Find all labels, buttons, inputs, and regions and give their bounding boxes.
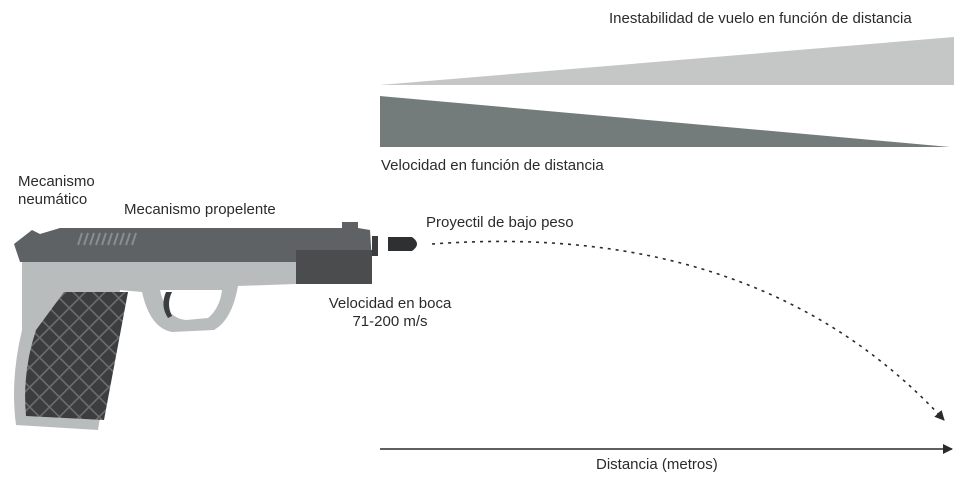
pistol-muzzle — [296, 250, 372, 284]
trigger-guard-opening — [160, 290, 222, 320]
muzzle-label-line1: Velocidad en boca — [328, 295, 452, 312]
speed-wedge — [380, 96, 950, 147]
trajectory-path — [431, 240, 945, 421]
projectile-label: Proyectil de bajo peso — [426, 214, 574, 231]
trigger — [163, 292, 172, 318]
speed-label: Velocidad en función de distancia — [381, 157, 604, 174]
distance-axis-label: Distancia (metros) — [596, 456, 718, 473]
pistol-slide — [22, 222, 372, 262]
slide-serrations — [77, 232, 137, 246]
pistol-hammer — [14, 230, 44, 262]
pistol — [14, 222, 378, 430]
instability-wedge — [380, 37, 954, 85]
projectile — [388, 237, 417, 251]
barrel-tip — [372, 236, 378, 256]
pneumatic-label-line1: Mecanismo — [18, 173, 95, 190]
muzzle-label-line2: 71-200 m/s — [352, 313, 428, 330]
pneumatic-label-line2: neumático — [18, 191, 88, 208]
instability-label: Inestabilidad de vuelo en función de dis… — [609, 10, 912, 27]
muzzle-velocity-label: Velocidad en boca 71-200 m/s — [300, 295, 480, 331]
pneumatic-mechanism-label: Mecanismo neumático — [18, 173, 128, 209]
propellant-mechanism-label: Mecanismo propelente — [124, 201, 276, 218]
pistol-grip — [25, 292, 128, 420]
